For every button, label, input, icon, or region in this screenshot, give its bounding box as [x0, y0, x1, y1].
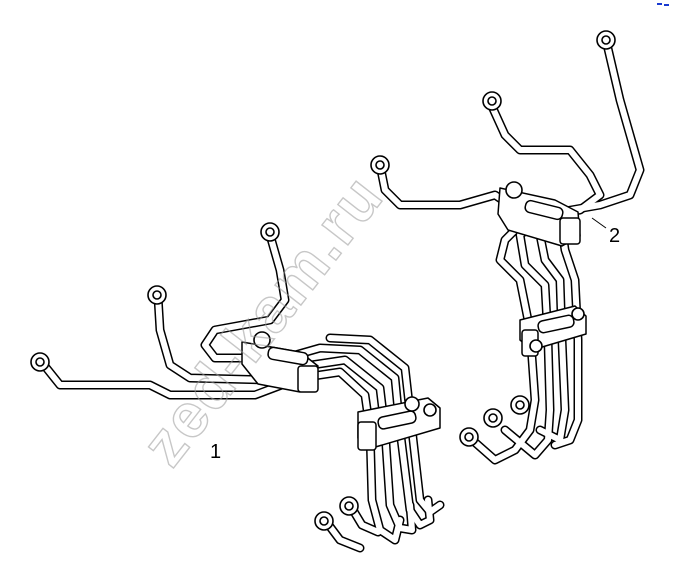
callout-1-label: 1 [210, 441, 221, 463]
assembly-1-upper-clamp [241, 331, 319, 393]
assembly-2-middle-clamp [519, 305, 587, 357]
assembly-1-lower-clamp [357, 396, 441, 451]
fuel-line-assembly-2 [370, 30, 645, 465]
callout-1: 1 [210, 441, 221, 463]
fuel-line-assembly-1 [30, 222, 445, 553]
watermark-text: zed-kam.ru [129, 162, 397, 478]
assembly-2-nuts [370, 30, 616, 447]
callout-2: 2 [591, 217, 620, 247]
assembly-1-nuts [30, 222, 359, 531]
assembly-2-tubes-inner [377, 37, 643, 463]
assembly-2-tubes [375, 35, 645, 465]
assembly-2-upper-clamp [497, 181, 581, 247]
callout-2-label: 2 [609, 225, 620, 247]
corner-mark-icon [657, 2, 669, 6]
